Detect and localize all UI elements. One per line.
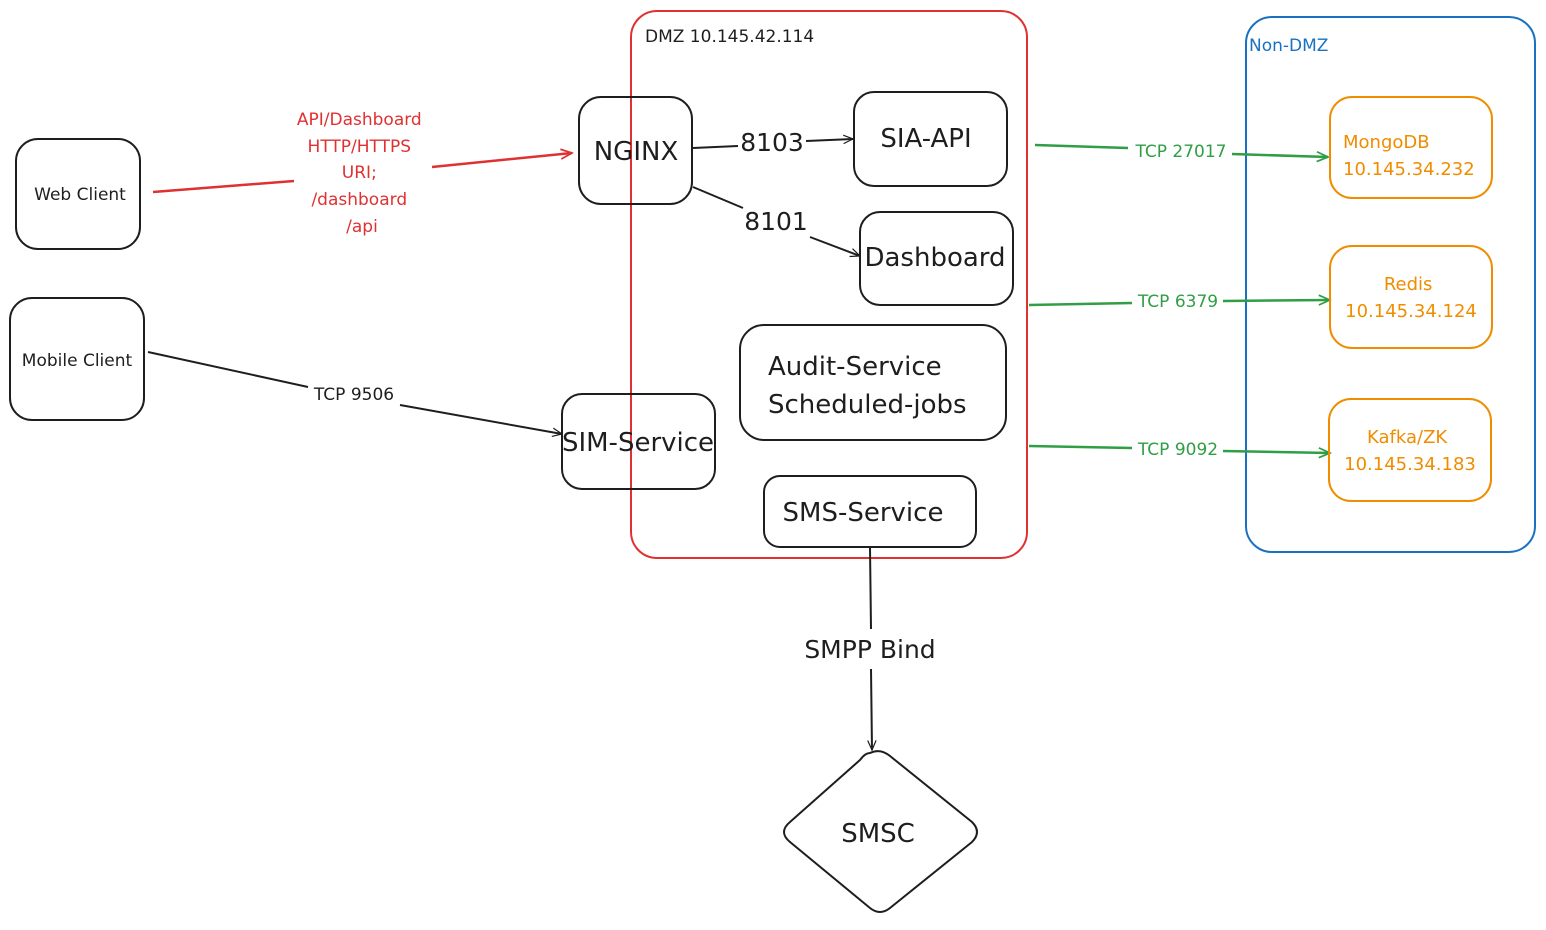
node-label: SMSC	[841, 819, 915, 849]
node-box	[763, 475, 977, 548]
edge-line	[869, 547, 872, 630]
edge-line	[1028, 301, 1133, 307]
non-dmz-zone-label: Non-DMZ	[1249, 36, 1328, 56]
edge-line	[871, 668, 872, 750]
non-dmz-zone-border	[1245, 16, 1536, 553]
smsc-node[interactable]: SMSC	[783, 750, 978, 913]
edge-label: 8103	[740, 128, 804, 157]
node-box	[9, 297, 145, 421]
edge-line	[1222, 451, 1330, 453]
node-label: Web Client	[34, 185, 126, 205]
edge-label: TCP 9092	[1137, 440, 1218, 460]
node-label: Dashboard	[864, 243, 1005, 273]
edge-sms-to-smsc: SMPP Bind	[804, 547, 936, 750]
node-diamond	[783, 750, 978, 913]
edge-label: TCP 9506	[313, 385, 394, 405]
edge-line	[1028, 444, 1133, 450]
node-box	[853, 91, 1008, 187]
edge-dmz-to-kafka: TCP 9092	[1028, 440, 1330, 460]
dmz-zone-border	[630, 10, 1028, 559]
edge-line	[1231, 154, 1328, 157]
node-box	[561, 393, 716, 490]
sim-service-node[interactable]: SIM-Service	[561, 393, 716, 490]
node-label: Kafka/ZK 10.145.34.183	[1344, 427, 1476, 475]
edge-mobile-to-sim: TCP 9506	[147, 351, 562, 434]
edge-nginx-to-dashboard: 8101	[692, 186, 860, 256]
edge-line	[1222, 300, 1330, 301]
edge-label: TCP 6379	[1137, 292, 1218, 312]
nginx-node[interactable]: NGINX	[578, 96, 693, 205]
node-label: SIA-API	[880, 124, 971, 154]
mongodb-node[interactable]: MongoDB 10.145.34.232	[1329, 96, 1493, 199]
dashboard-node[interactable]: Dashboard	[859, 211, 1014, 306]
edge-label: TCP 27017	[1135, 142, 1227, 162]
kafka-node[interactable]: Kafka/ZK 10.145.34.183	[1328, 398, 1492, 502]
redis-node[interactable]: Redis 10.145.34.124	[1329, 245, 1493, 349]
node-box	[739, 324, 1007, 441]
node-label: Mobile Client	[22, 351, 133, 371]
node-label: NGINX	[594, 137, 679, 167]
sia-api-node[interactable]: SIA-API	[853, 91, 1008, 187]
edge-line	[692, 145, 739, 149]
edge-dmz-to-mongodb: TCP 27017	[1034, 142, 1328, 162]
node-box	[1328, 398, 1492, 502]
edge-line	[805, 139, 853, 141]
edge-line	[147, 351, 309, 388]
mobile-client-node[interactable]: Mobile Client	[9, 297, 145, 421]
edge-line	[399, 404, 562, 434]
audit-service-node[interactable]: Audit-Service Scheduled-jobs	[739, 324, 1007, 441]
node-box	[1329, 245, 1493, 349]
node-label: Redis 10.145.34.124	[1345, 274, 1477, 322]
edge-dmz-to-redis: TCP 6379	[1028, 292, 1330, 312]
node-box	[578, 96, 693, 205]
dmz-zone-label: DMZ 10.145.42.114	[645, 27, 814, 47]
edge-label: SMPP Bind	[804, 635, 935, 664]
edge-line	[1034, 143, 1129, 150]
node-label: SMS-Service	[783, 498, 944, 528]
edge-line	[431, 153, 572, 169]
node-label: SIM-Service	[562, 428, 714, 458]
node-label: Audit-Service Scheduled-jobs	[768, 352, 967, 420]
sms-service-node[interactable]: SMS-Service	[763, 475, 977, 548]
dmz-zone: DMZ 10.145.42.114	[630, 10, 1028, 559]
node-box	[1329, 96, 1493, 199]
node-box	[15, 138, 141, 250]
edge-nginx-to-sia-api: 8103	[692, 128, 853, 157]
edge-line	[152, 179, 295, 194]
edge-line	[692, 186, 744, 209]
non-dmz-zone: Non-DMZ	[1245, 16, 1536, 553]
node-label: MongoDB 10.145.34.232	[1343, 132, 1475, 180]
edge-label: 8101	[744, 207, 808, 236]
web-client-node[interactable]: Web Client	[15, 138, 141, 250]
edge-web-to-nginx: API/Dashboard HTTP/HTTPS URI; /dashboard…	[152, 110, 572, 237]
node-box	[859, 211, 1014, 306]
edge-label: API/Dashboard HTTP/HTTPS URI; /dashboard…	[297, 110, 427, 237]
edge-line	[809, 236, 860, 256]
